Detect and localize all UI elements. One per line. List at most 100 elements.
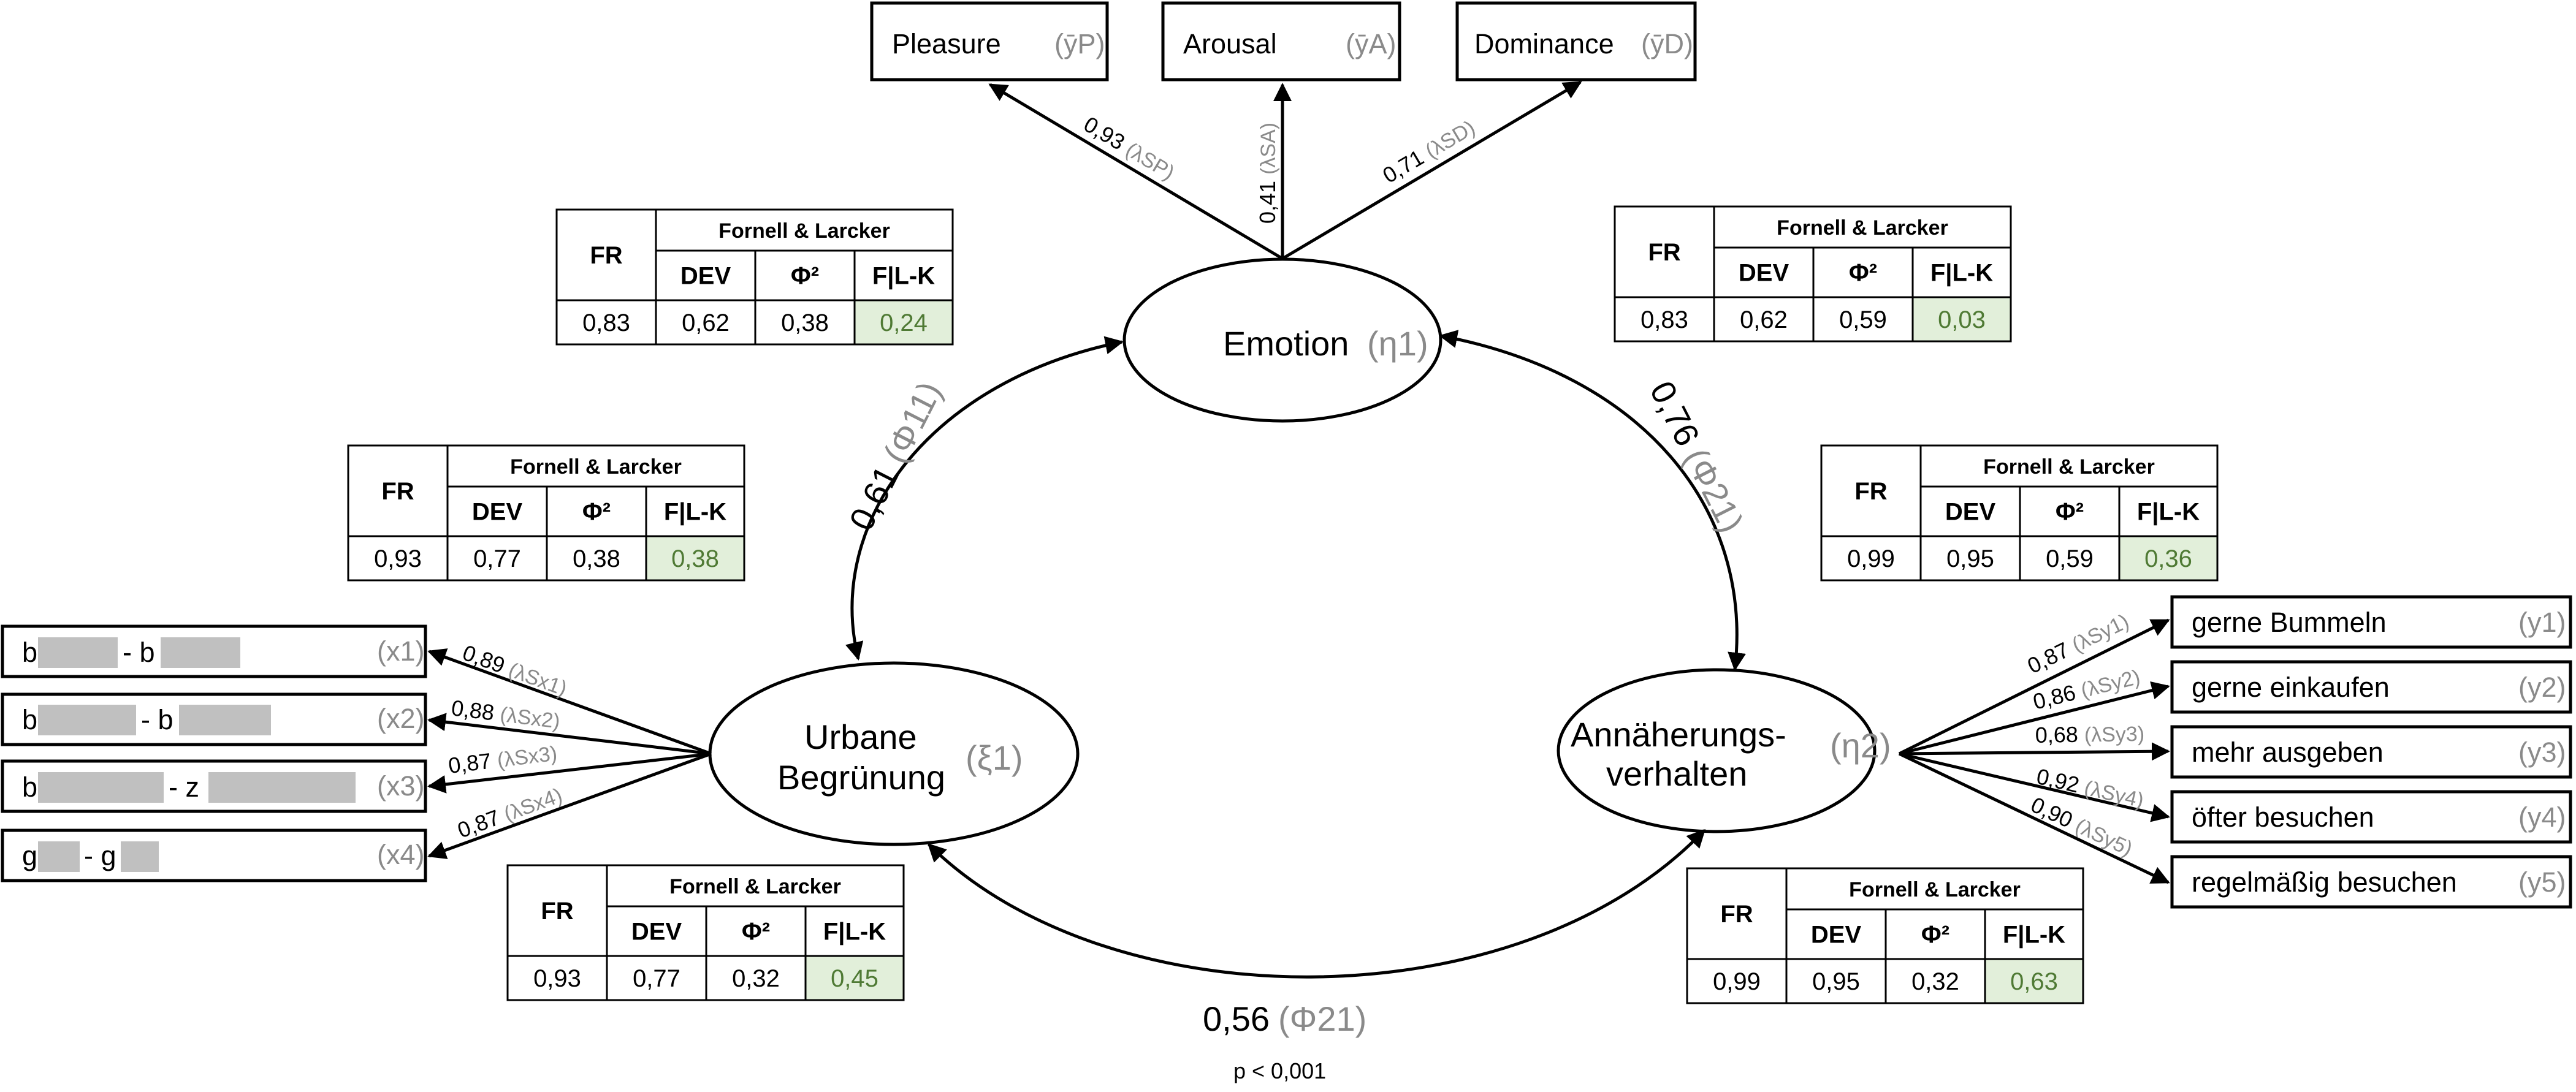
fl-header-flk: F|L-K <box>664 499 726 526</box>
redaction-block <box>208 772 356 803</box>
arrow-y3 <box>1899 742 2170 761</box>
fl-value-dev: 0,77 <box>473 545 521 572</box>
svg-text:- z: - z <box>169 772 199 803</box>
svg-text:gerne einkaufen: gerne einkaufen <box>2192 672 2390 703</box>
fl-value-dev: 0,62 <box>1740 306 1788 333</box>
redaction-block <box>38 637 118 668</box>
fl-value-fr: 0,83 <box>1640 306 1688 333</box>
svg-text:Annäherungs-: Annäherungs- <box>1571 715 1786 754</box>
fl-header-group: Fornell & Larcker <box>718 219 890 243</box>
arrow-y1 <box>1898 618 2170 756</box>
fl-header-phi: Φ² <box>1849 260 1877 287</box>
svg-text:verhalten: verhalten <box>1606 754 1747 793</box>
svg-text:(ȳP): (ȳP) <box>1054 28 1105 59</box>
svg-text:b: b <box>22 772 37 803</box>
svg-text:(x2): (x2) <box>377 703 425 734</box>
coef-x1: 0,89(λSx1) <box>459 640 571 701</box>
fl-header-dev: DEV <box>631 919 682 946</box>
fl-header-group: Fornell & Larcker <box>1777 216 1948 240</box>
fl-header-flk: F|L-K <box>872 263 935 290</box>
redaction-block <box>179 705 271 735</box>
redaction-block <box>161 637 240 668</box>
fl-value-fr: 0,99 <box>1847 545 1895 572</box>
svg-text:Pleasure: Pleasure <box>892 28 1001 59</box>
redaction-block <box>38 705 136 735</box>
latent-urban-greening: Urbane Begrünung (ξ1) <box>708 661 1080 846</box>
fl-header-flk: F|L-K <box>1930 260 1993 287</box>
fl-value-flk: 0,03 <box>1938 306 1986 333</box>
fl-value-dev: 0,62 <box>682 309 730 336</box>
arrow-x3 <box>427 752 712 794</box>
coef-y3: 0,68(λSy3) <box>2035 721 2144 748</box>
fl-header-phi: Φ² <box>1921 922 1949 949</box>
coef-x3: 0,87(λSx3) <box>447 740 558 778</box>
x-loading-arrows <box>427 648 712 859</box>
fl-value-dev: 0,77 <box>633 965 680 992</box>
fl-header-flk: F|L-K <box>823 919 886 946</box>
indicator-x2: b - b (x2) <box>1 692 427 746</box>
svg-text:g: g <box>22 840 37 871</box>
indicator-dominance: Dominance (ȳD) <box>1455 1 1697 82</box>
path-emotion-approach <box>1439 330 1746 671</box>
svg-text:Urbane: Urbane <box>804 718 917 756</box>
fl-value-phi: 0,59 <box>2046 545 2094 572</box>
fl-value-fr: 0,99 <box>1713 968 1761 995</box>
path-urban-approach <box>927 828 1706 979</box>
significance-note: p < 0,001 <box>1233 1058 1326 1083</box>
svg-text:(η1): (η1) <box>1367 324 1428 363</box>
fl-value-fr: 0,83 <box>582 309 630 336</box>
fl-value-flk: 0,36 <box>2144 545 2192 572</box>
emotion-loading-labels: 0,93(λSP) 0,41(λSA) 0,71(λSD) <box>1080 112 1479 224</box>
svg-text:(ȳD): (ȳD) <box>1641 28 1693 59</box>
svg-text:(x4): (x4) <box>377 839 425 870</box>
arrow-y2 <box>1899 681 2170 756</box>
svg-text:gerne Bummeln: gerne Bummeln <box>2192 607 2387 638</box>
latent-approach-behavior: Annäherungs- verhalten (η2) <box>1557 668 1891 833</box>
svg-text:regelmäßig besuchen: regelmäßig besuchen <box>2192 866 2457 898</box>
arrow-dominance <box>1281 80 1582 260</box>
fl-header-fr: FR <box>590 242 622 269</box>
fl-value-flk: 0,24 <box>880 309 928 336</box>
path-urban-emotion <box>845 336 1124 661</box>
arrow-x1 <box>427 648 712 756</box>
svg-text:(η2): (η2) <box>1830 726 1891 765</box>
svg-text:(y3): (y3) <box>2518 737 2566 768</box>
fl-value-flk: 0,45 <box>831 965 878 992</box>
indicator-y3: mehr ausgeben (y3) <box>2170 725 2572 779</box>
fl-header-flk: F|L-K <box>2137 499 2200 526</box>
svg-text:öfter besuchen: öfter besuchen <box>2192 802 2374 833</box>
coef-arousal: 0,41(λSA) <box>1255 123 1280 224</box>
path-label-urban-emotion: 0,61(Φ11) <box>842 375 950 536</box>
fl-value-phi: 0,38 <box>781 309 829 336</box>
svg-text:- b: - b <box>141 704 173 735</box>
indicator-y5: regelmäßig besuchen (y5) <box>2170 855 2572 909</box>
svg-text:(ȳA): (ȳA) <box>1346 28 1397 59</box>
indicator-x1: b - b (x1) <box>1 624 427 678</box>
svg-text:- b: - b <box>123 637 155 668</box>
fl-header-dev: DEV <box>1811 922 1862 949</box>
structural-paths <box>845 330 1746 979</box>
fl-value-fr: 0,93 <box>374 545 422 572</box>
fl-header-flk: F|L-K <box>2003 922 2065 949</box>
y-loading-arrows <box>1898 618 2170 884</box>
svg-text:(y1): (y1) <box>2518 607 2566 638</box>
fl-header-phi: Φ² <box>582 499 611 526</box>
svg-text:mehr ausgeben: mehr ausgeben <box>2192 737 2384 768</box>
indicator-pleasure: Pleasure (ȳP) <box>870 1 1109 82</box>
indicator-arousal: Arousal (ȳA) <box>1161 1 1401 82</box>
svg-text:b: b <box>22 637 37 668</box>
coef-x2: 0,88(λSx2) <box>450 695 562 733</box>
svg-text:(ξ1): (ξ1) <box>966 738 1023 777</box>
fl-header-group: Fornell & Larcker <box>669 875 841 898</box>
arrow-pleasure <box>988 83 1284 260</box>
svg-text:Begrünung: Begrünung <box>777 758 945 797</box>
redaction-block <box>38 772 164 803</box>
redaction-block <box>38 841 80 872</box>
fl-header-group: Fornell & Larcker <box>510 455 682 479</box>
svg-text:Dominance: Dominance <box>1474 28 1614 59</box>
fl-value-dev: 0,95 <box>1946 545 1994 572</box>
svg-text:(x3): (x3) <box>377 770 425 802</box>
